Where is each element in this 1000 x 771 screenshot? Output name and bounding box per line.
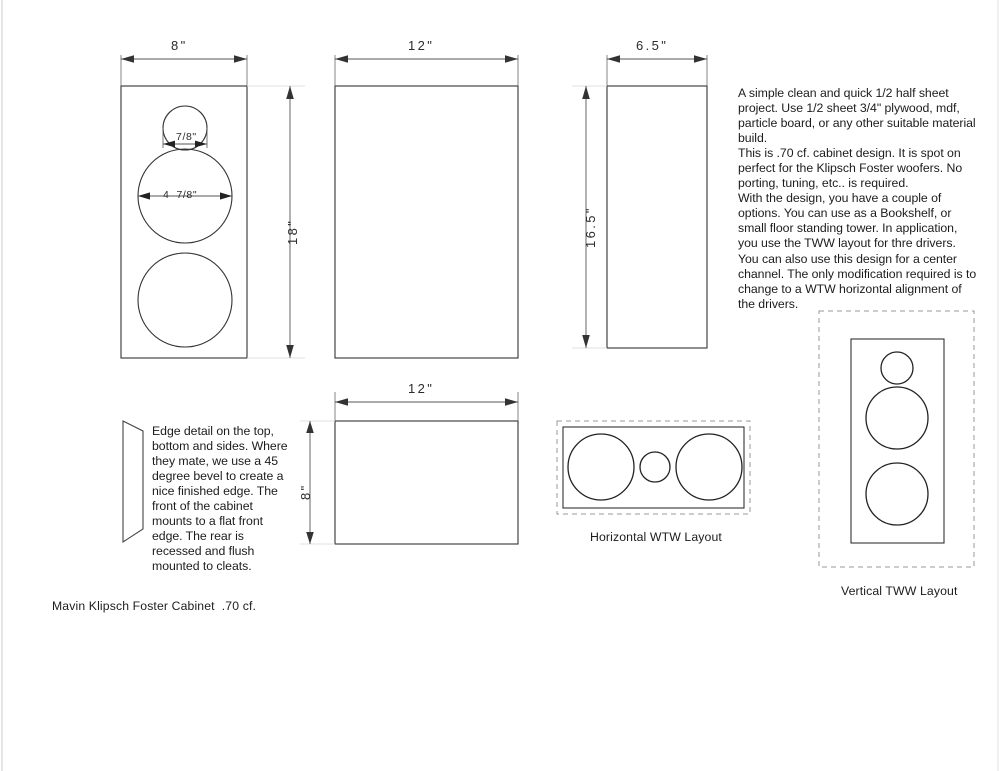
top-panel-drawing bbox=[606, 85, 708, 349]
horizontal-wtw-layout-caption: Horizontal WTW Layout bbox=[590, 530, 722, 544]
dimension-label-bottom-height: 8" bbox=[298, 483, 313, 500]
dimension-top-height bbox=[572, 85, 607, 349]
vertical-tww-layout-caption: Vertical TWW Layout bbox=[841, 584, 958, 598]
dimension-label-tweeter-cutout: 7/8" bbox=[176, 131, 197, 143]
dimension-woofer-cutout bbox=[138, 192, 232, 200]
dimension-bottom-height bbox=[300, 420, 335, 545]
dimension-front-width bbox=[120, 55, 248, 86]
dimension-bottom-width bbox=[334, 392, 519, 421]
dimension-top-width bbox=[606, 55, 708, 86]
dimension-label-front-width: 8" bbox=[171, 38, 188, 53]
dimension-label-woofer-cutout: 4 7/8" bbox=[163, 189, 198, 201]
edge-detail-note: Edge detail on the top, bottom and sides… bbox=[152, 424, 291, 574]
front-panel-drawing bbox=[120, 85, 248, 359]
dimension-label-top-height: 16.5" bbox=[583, 206, 598, 248]
vertical-tww-layout-drawing bbox=[818, 310, 975, 568]
dimension-label-bottom-width: 12" bbox=[408, 381, 435, 396]
dimension-tweeter-cutout bbox=[162, 128, 208, 148]
dimension-label-side-width: 12" bbox=[408, 38, 435, 53]
bottom-panel-drawing bbox=[334, 420, 519, 545]
dimension-label-front-height: 18" bbox=[285, 218, 300, 245]
horizontal-wtw-layout-drawing bbox=[556, 420, 751, 515]
design-description-note: A simple clean and quick 1/2 half sheet … bbox=[738, 86, 977, 311]
edge-bevel-detail-drawing bbox=[122, 420, 144, 544]
dimension-label-top-width: 6.5" bbox=[636, 38, 669, 53]
side-panel-drawing bbox=[334, 85, 519, 359]
dimension-front-height bbox=[247, 85, 305, 359]
dimension-side-width bbox=[334, 55, 519, 86]
sheet-title: Mavin Klipsch Foster Cabinet .70 cf. bbox=[52, 599, 257, 613]
